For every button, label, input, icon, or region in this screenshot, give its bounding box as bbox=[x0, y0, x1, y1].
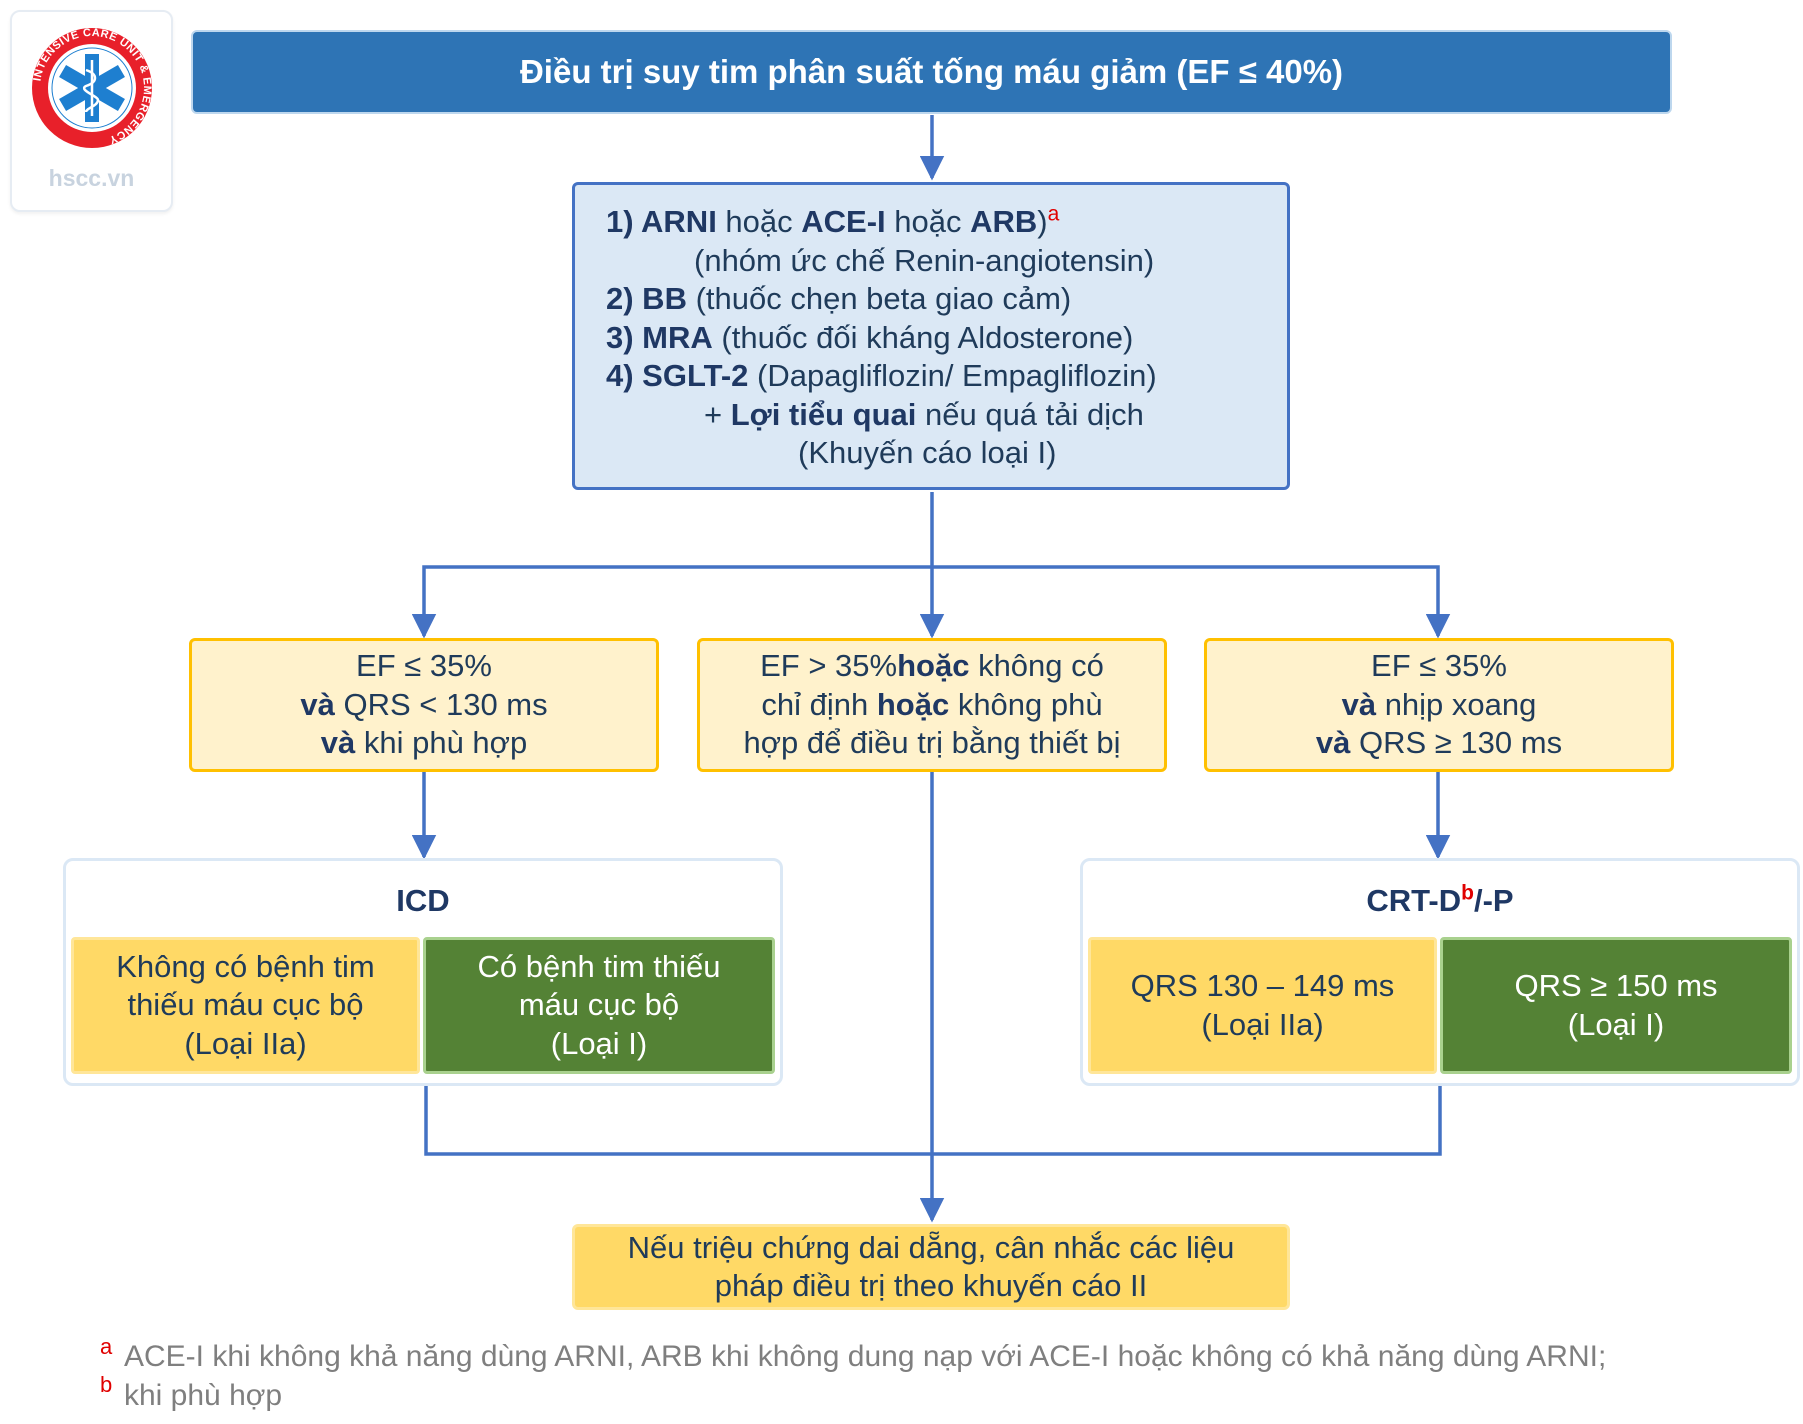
final-recommendation-box: Nếu triệu chứng dai dẵng, cân nhắc các l… bbox=[572, 1224, 1290, 1310]
drug-line-1: 1) ARNI hoặc ACE-I hoặc ARB)a bbox=[606, 202, 1060, 239]
footnote-b-marker: b bbox=[1461, 881, 1474, 905]
footnote-a-marker: a bbox=[1047, 202, 1060, 226]
drug-line-3: 2) BB (thuốc chẹn beta giao cảm) bbox=[606, 281, 1072, 316]
drug-line-6: + Lợi tiểu quai nếu quá tải dịch bbox=[704, 396, 1144, 432]
crt-option-qrs-130-149: QRS 130 – 149 ms(Loại IIa) bbox=[1088, 937, 1437, 1074]
footnote-b-label: b bbox=[100, 1372, 113, 1397]
footnote-a-label: a bbox=[100, 1334, 113, 1359]
drug-line-2: (nhóm ức chế Renin-angiotensin) bbox=[694, 242, 1155, 278]
arrow-drugs-to-right bbox=[932, 565, 1451, 639]
icd-title: ICD bbox=[396, 883, 450, 918]
condition-box-no-device: EF > 35%hoặc không có chỉ định hoặc khôn… bbox=[697, 638, 1167, 772]
page-title: Điều trị suy tim phân suất tống máu giảm… bbox=[191, 30, 1672, 114]
drug-line-5: 4) SGLT-2 (Dapagliflozin/ Empagliflozin) bbox=[606, 358, 1157, 393]
condition-box-icd: EF ≤ 35% và QRS < 130 ms và khi phù hợp bbox=[189, 638, 659, 772]
footnote-a: ACE-I khi không khả năng dùng ARNI, ARB … bbox=[124, 1340, 1607, 1373]
crt-option-qrs-150: QRS ≥ 150 ms(Loại I) bbox=[1440, 937, 1792, 1074]
drug-line-7: (Khuyến cáo loại I) bbox=[798, 435, 1057, 470]
crt-title: CRT-Db/-P bbox=[1366, 881, 1514, 918]
first-line-therapy-box: 1) ARNI hoặc ACE-I hoặc ARB)a (nhóm ức c… bbox=[572, 182, 1290, 490]
drug-line-4: 3) MRA (thuốc đối kháng Aldosterone) bbox=[606, 319, 1134, 355]
footnote-b: khi phù hợp bbox=[124, 1379, 283, 1412]
condition-box-crt: EF ≤ 35% và nhịp xoang và QRS ≥ 130 ms bbox=[1204, 638, 1674, 772]
arrow-drugs-to-left bbox=[411, 565, 932, 639]
star-of-life-logo-icon: INTENSIVE CARE UNIT & EMERGENCY bbox=[31, 27, 153, 148]
site-watermark: hscc.vn bbox=[48, 165, 135, 191]
